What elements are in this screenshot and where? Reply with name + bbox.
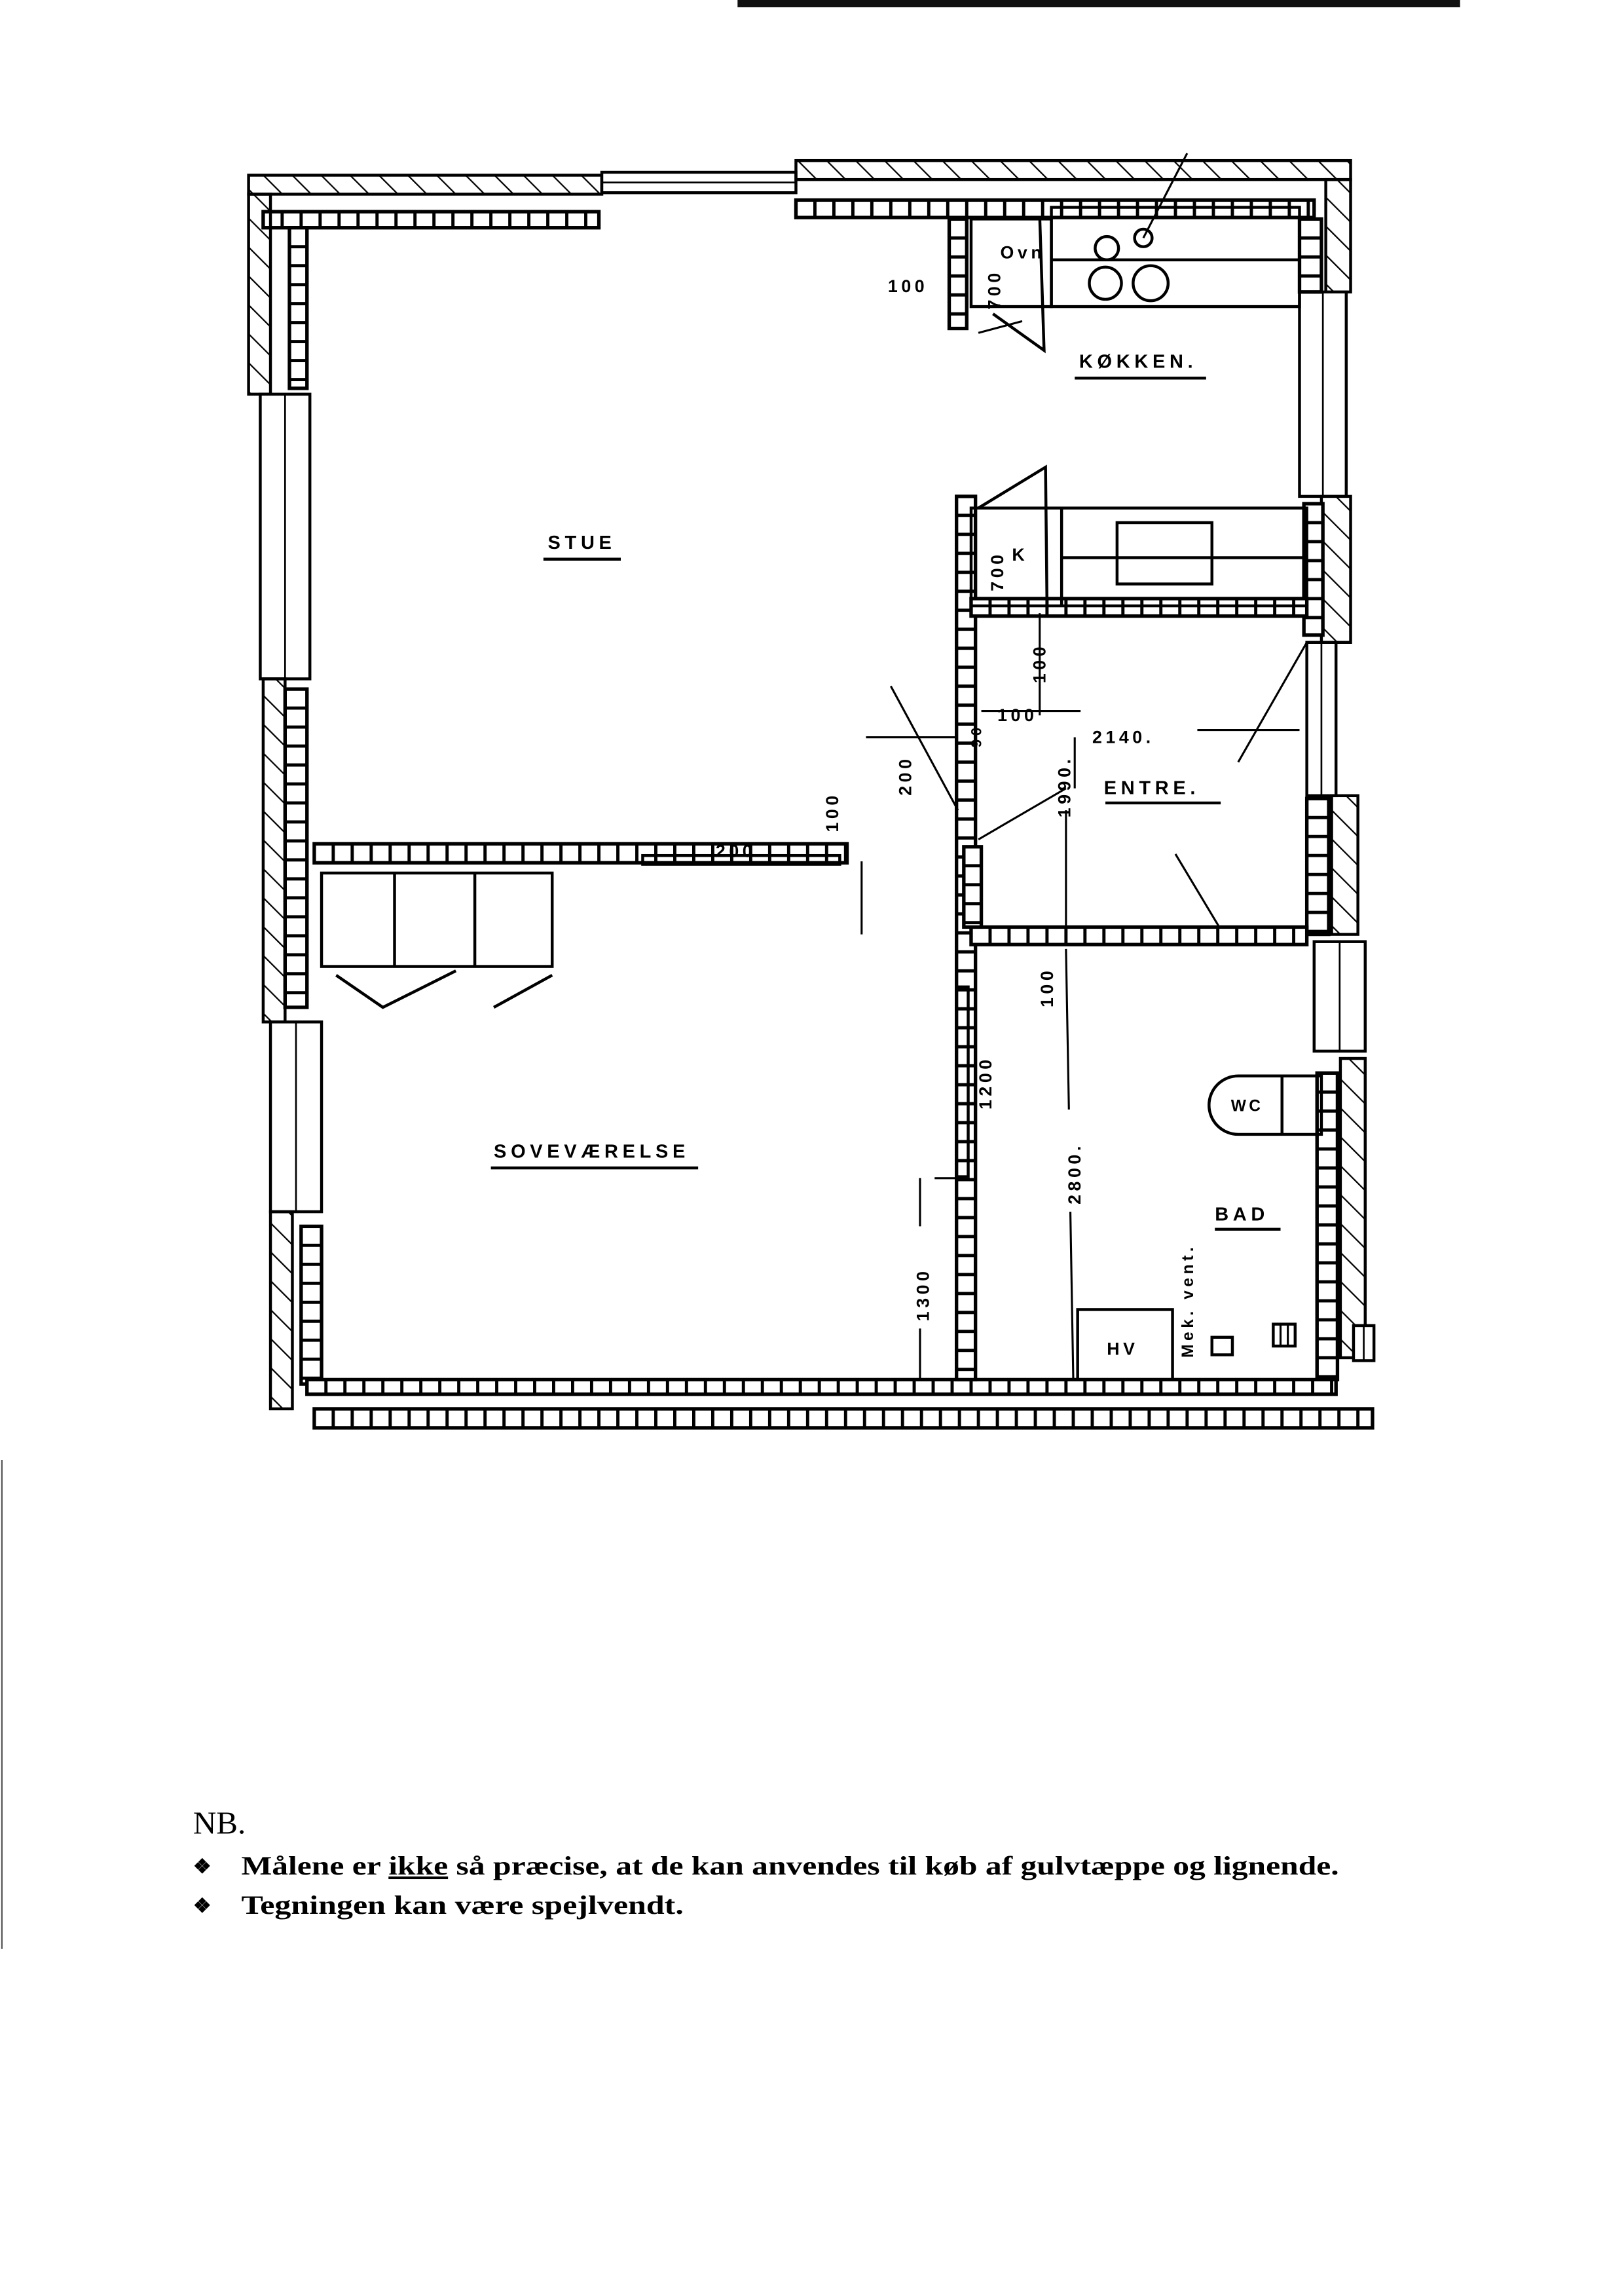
dimension-label: 1990.	[1055, 755, 1075, 817]
dimension-label: 1200	[976, 1056, 995, 1110]
scan-edge-top	[737, 0, 1460, 8]
room-label-stue: STUE	[548, 532, 616, 553]
dimension-label: 2140.	[1092, 728, 1154, 747]
oven	[969, 217, 1053, 308]
hatched-outer-wall	[268, 1210, 294, 1411]
walls	[247, 159, 1376, 1430]
dimension-label: 700	[985, 269, 1005, 309]
fridge-label: K	[1012, 545, 1028, 565]
wardrobe	[320, 871, 554, 1009]
brick-wall	[962, 845, 984, 929]
dimension-label: 200	[896, 755, 915, 795]
dimension-label: 90	[969, 724, 985, 747]
brick-wall	[305, 1377, 1338, 1396]
dimension-label: 100	[888, 276, 928, 296]
sink	[1115, 521, 1213, 586]
kitchen-counter-bottom	[969, 464, 1308, 608]
dimension-label: 100	[997, 705, 1037, 725]
four-diamond-bullet-icon: ❖	[193, 1894, 212, 1917]
room-label-bad: BAD	[1215, 1204, 1269, 1225]
radiator-icon	[1272, 1322, 1297, 1348]
door-swings	[641, 613, 1308, 1380]
kitchen-counter-top	[969, 153, 1301, 354]
room-label-kokken: KØKKEN.	[1079, 352, 1197, 373]
brick-wall	[287, 226, 309, 390]
toilet	[1208, 1074, 1323, 1136]
wc-label: WC	[1231, 1097, 1264, 1115]
water-heater-box	[1076, 1308, 1174, 1381]
brick-wall	[283, 687, 309, 1009]
brick-wall	[312, 1407, 1375, 1430]
dimension-label: 100	[1037, 967, 1057, 1007]
notes-line-1: Målene er ikke så præcise, at de kan anv…	[241, 1851, 1338, 1880]
hatched-outer-wall	[1320, 494, 1352, 644]
mek-vent-label: Mek. vent.	[1179, 1244, 1197, 1358]
four-diamond-bullet-icon: ❖	[193, 1855, 212, 1878]
dimension-label: 200	[716, 841, 756, 861]
burner-icon	[1094, 234, 1120, 261]
room-label-entre: ENTRE.	[1104, 778, 1200, 799]
hatched-outer-wall	[261, 677, 287, 1024]
dimension-label: 1300	[913, 1267, 932, 1321]
sliding-door	[955, 985, 970, 1178]
dimension-label: 2800.	[1065, 1142, 1084, 1204]
hatched-outer-wall	[794, 159, 1352, 181]
sliding-door	[641, 853, 841, 866]
dimension-label: 100	[822, 792, 842, 832]
hatched-outer-wall	[1338, 1056, 1367, 1360]
hatched-outer-wall	[1324, 177, 1352, 294]
oven-label: Ovn	[1001, 243, 1046, 263]
notes-bullet-1: ❖	[193, 1855, 212, 1878]
hatched-outer-wall	[247, 174, 604, 196]
room-label-sovevaerelse: SOVEVÆRELSE	[494, 1142, 690, 1163]
burner-icon	[1088, 265, 1123, 301]
brick-wall	[947, 217, 969, 331]
dimension-label: 700	[987, 551, 1007, 591]
floor-drain-icon	[1210, 1335, 1234, 1356]
burner-icon	[1133, 227, 1154, 248]
hatched-outer-wall	[247, 193, 272, 396]
dimension-label: 100	[1030, 643, 1050, 683]
burner-icon	[1132, 264, 1170, 303]
notes-heading: NB.	[193, 1805, 246, 1841]
hatched-outer-wall	[1330, 794, 1359, 936]
notes-line-2: Tegningen kan være spejlvendt.	[241, 1890, 683, 1920]
hv-label: HV	[1107, 1339, 1138, 1359]
